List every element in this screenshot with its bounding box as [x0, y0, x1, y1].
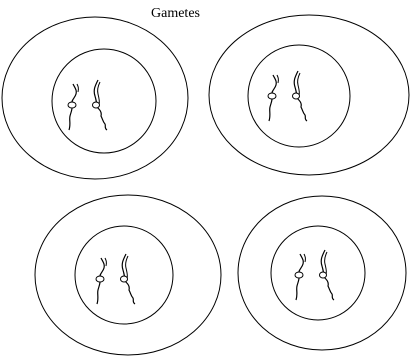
gamete-cell-1 [2, 17, 188, 179]
cell-membrane [35, 195, 221, 355]
nucleus [271, 226, 365, 320]
chromosome-pair [268, 71, 307, 121]
gamete-cell-4 [238, 196, 406, 350]
chromosome-pair [295, 250, 334, 300]
gamete-cell-3 [35, 195, 221, 355]
cell-membrane [209, 15, 409, 175]
nucleus [52, 49, 156, 153]
gamete-cell-2 [209, 15, 409, 175]
chromosome-pair [68, 80, 107, 130]
chromosome-pair [96, 254, 135, 304]
